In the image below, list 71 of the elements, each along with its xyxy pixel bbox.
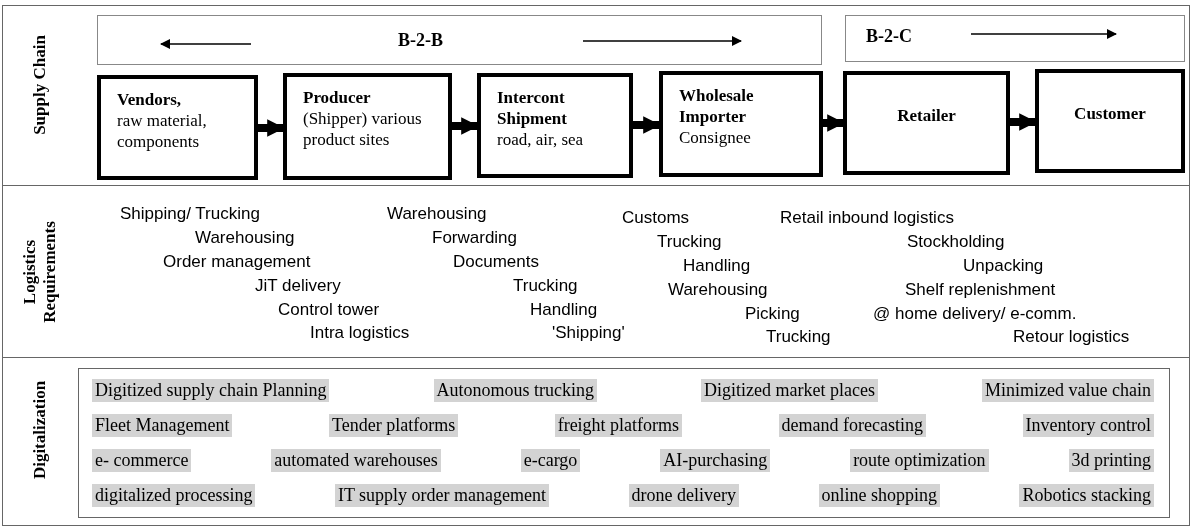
process-box: [283, 73, 452, 180]
requirement-text: Shipping/ Trucking: [120, 204, 260, 224]
row-header: Digitalization: [30, 379, 50, 482]
process-box: [1035, 69, 1185, 173]
block-arrow: [823, 114, 845, 132]
box-text: Consignee: [679, 127, 752, 148]
requirement-text: Retail inbound logistics: [780, 208, 954, 228]
row-header: Logistics Requirements: [20, 220, 60, 325]
requirement-text: Stockholding: [907, 232, 1005, 252]
segment-label: B-2-C: [866, 26, 912, 47]
box-text: (Shipper) various product sites: [303, 108, 423, 150]
requirement-text: Handling: [683, 256, 751, 276]
process-box: [97, 75, 258, 180]
block-arrow: [633, 116, 661, 134]
requirement-text: Customs: [622, 208, 690, 228]
box-heading: Customer: [1074, 103, 1146, 124]
requirement-text: Forwarding: [432, 228, 518, 248]
requirement-text: Warehousing: [387, 204, 487, 224]
technology-tag: Digitized supply chain Planning: [92, 379, 330, 402]
technology-tag: e- commerce: [92, 449, 192, 472]
requirement-text: Unpacking: [963, 256, 1044, 276]
block-arrow: [258, 119, 285, 137]
requirement-text: Trucking: [657, 232, 722, 252]
technology-tag: Tender platforms: [328, 414, 459, 437]
segment-band: [97, 15, 822, 65]
requirement-text: Warehousing: [668, 280, 768, 300]
segment-label: B-2-B: [398, 30, 443, 51]
technology-tag: online shopping: [818, 484, 940, 507]
technology-tag: freight platforms: [554, 414, 683, 437]
row-header: Supply Chain: [30, 34, 50, 137]
technology-tag: AI-purchasing: [660, 449, 771, 472]
requirement-text: Control tower: [278, 300, 380, 320]
box-text: road, air, sea: [497, 129, 585, 150]
box-heading: Wholesale Importer: [679, 85, 755, 127]
technology-tag: 3d printing: [1068, 449, 1154, 472]
process-box: [843, 71, 1010, 175]
technology-tag: route optimization: [850, 449, 989, 472]
requirement-text: Retour logistics: [1013, 327, 1130, 347]
requirement-text: Order management: [163, 252, 311, 272]
requirement-text: Shelf replenishment: [905, 280, 1056, 300]
requirement-text: Trucking: [766, 327, 831, 347]
requirement-text: Intra logistics: [310, 323, 410, 343]
requirement-text: Handling: [530, 300, 598, 320]
technology-tag: Autonomous trucking: [433, 379, 597, 402]
process-box: [659, 71, 823, 177]
technology-tag: demand forecasting: [778, 414, 927, 437]
technology-tag: Fleet Management: [92, 414, 233, 437]
technology-tag: IT supply order management: [334, 484, 550, 507]
technology-tag: digitalized processing: [92, 484, 256, 507]
box-heading: Vendors,: [117, 89, 183, 110]
box-text: raw material, components: [117, 110, 208, 152]
block-arrow: [452, 117, 479, 135]
requirement-text: 'Shipping': [552, 323, 625, 343]
segment-band: [845, 15, 1185, 62]
box-heading: Producer: [303, 87, 372, 108]
technology-tag: drone delivery: [628, 484, 739, 507]
technology-tag: Robotics stacking: [1019, 484, 1154, 507]
requirement-text: Documents: [453, 252, 539, 272]
technology-tag: Inventory control: [1022, 414, 1154, 437]
technology-tag: Digitized market places: [701, 379, 878, 402]
block-arrow: [1010, 113, 1037, 131]
requirement-text: Picking: [745, 304, 800, 324]
requirement-text: @ home delivery/ e-comm.: [873, 304, 1077, 324]
technology-tag: e-cargo: [520, 449, 581, 472]
box-heading: Retailer: [897, 105, 956, 126]
requirement-text: Trucking: [513, 276, 578, 296]
requirement-text: Warehousing: [195, 228, 295, 248]
process-box: [477, 73, 633, 178]
requirement-text: JiT delivery: [255, 276, 341, 296]
technology-tag: Minimized value chain: [982, 379, 1154, 402]
technology-tag: automated warehouses: [271, 449, 441, 472]
